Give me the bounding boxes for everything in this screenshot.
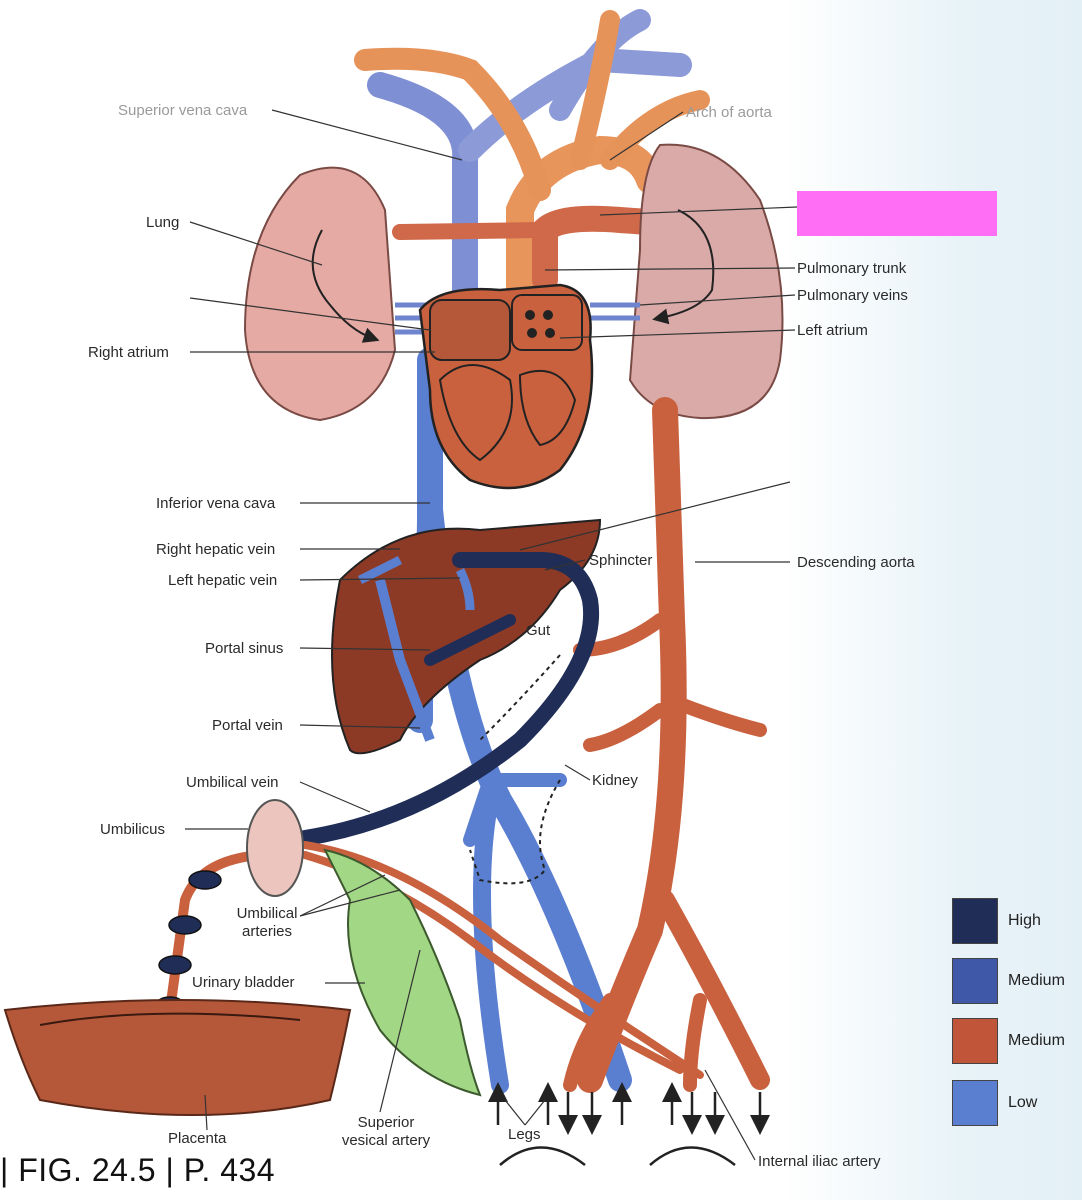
heart [418,283,594,490]
redaction-box [797,191,997,236]
label-pulmonary-veins: Pulmonary veins [797,287,908,304]
legend-item-low: Low [952,1080,1037,1126]
label-inferior-vena-cava: Inferior vena cava [156,495,276,512]
label-superior-vesical-artery: Superior vesical artery [326,1114,446,1150]
label-umbilical-vein: Umbilical vein [186,774,279,791]
label-legs: Legs [508,1126,541,1143]
label-superior-vesical-artery-line2: vesical artery [341,1132,431,1149]
label-superior-vesical-artery-line1: Superior [357,1114,415,1131]
umbilicus [246,799,304,897]
legend-item-medium-artery: Medium [952,1018,1065,1064]
umbilical-vein [297,552,600,846]
legend-item-high: High [952,898,1041,944]
legend-swatch-medium-artery [952,1018,998,1064]
placenta [3,999,352,1116]
lungs [243,143,784,422]
legend-swatch-medium-vein [952,958,998,1004]
legend-swatch-high [952,898,998,944]
figure-caption: | FIG. 24.5 | P. 434 [0,1152,276,1188]
upper-arteries [354,10,710,304]
label-right-atrium: Right atrium [88,344,169,361]
label-portal-vein: Portal vein [212,717,283,734]
leg-arrows [488,1082,770,1166]
label-kidney: Kidney [592,772,638,789]
label-superior-vena-cava: Superior vena cava [118,102,248,119]
label-arch-of-aorta: Arch of aorta [686,104,772,121]
label-portal-sinus: Portal sinus [205,640,284,657]
label-umbilical-arteries: Umbilical arteries [222,905,312,941]
legend-label-medium-artery: Medium [1008,1032,1065,1049]
label-umbilicus: Umbilicus [100,821,166,838]
label-left-hepatic-vein: Left hepatic vein [168,572,278,589]
label-umbilical-arteries-line2: arteries [241,923,293,940]
urinary-bladder [323,848,482,1097]
label-internal-iliac-artery: Internal iliac artery [758,1153,881,1170]
legend-label-high: High [1008,912,1041,929]
legend-item-medium-vein: Medium [952,958,1065,1004]
label-descending-aorta: Descending aorta [797,554,915,571]
label-left-atrium: Left atrium [797,322,868,339]
label-umbilical-arteries-line1: Umbilical [236,905,298,922]
label-sphincter: Sphincter [589,552,653,569]
label-placenta: Placenta [168,1130,227,1147]
right-lung-left-side [628,143,784,420]
legend-label-low: Low [1008,1094,1038,1111]
label-gut: Gut [526,622,551,639]
legend-label-medium-vein: Medium [1008,972,1065,989]
label-right-hepatic-vein: Right hepatic vein [156,541,276,558]
dashed-connections [469,654,561,885]
label-urinary-bladder: Urinary bladder [192,974,295,991]
legend-swatch-low [952,1080,998,1126]
label-pulmonary-trunk: Pulmonary trunk [797,260,907,277]
label-lung: Lung [146,214,180,231]
leader-lines [185,109,798,1161]
left-lung-right-side [243,166,397,422]
